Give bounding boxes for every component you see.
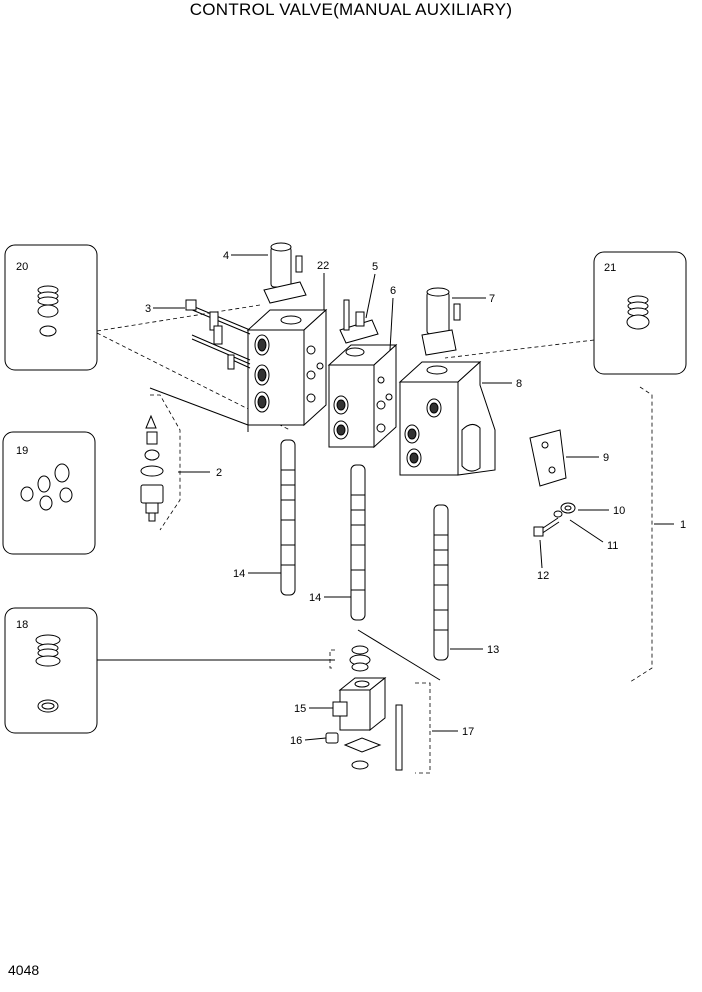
kit-leader-lines (96, 304, 653, 774)
spool-14-left (280, 439, 296, 596)
callout-label: 3 (145, 303, 151, 315)
part-7-actuator (421, 287, 461, 356)
part-9-bracket (529, 429, 567, 487)
callout-label: 22 (317, 260, 329, 272)
callout-label: 2 (216, 467, 222, 479)
callout-label: 13 (487, 644, 499, 656)
callout-label: 1 (680, 519, 686, 531)
kit-box-20: 20 (4, 244, 98, 371)
callout-label: 10 (613, 505, 625, 517)
spool-13-right (433, 504, 449, 661)
part-5-fitting (339, 299, 379, 344)
kit-box-label: 20 (16, 261, 28, 273)
part-12-bolt (533, 517, 560, 537)
callout-label: 4 (223, 250, 229, 262)
tie-rods (185, 299, 251, 370)
spool-14-middle (350, 464, 366, 621)
spool-leader-lines (149, 387, 441, 681)
page-title: CONTROL VALVE(MANUAL AUXILIARY) (189, 0, 513, 19)
kit-box-18: 18 (4, 607, 98, 734)
part-15-housing (332, 676, 387, 732)
callout-label: 17 (462, 726, 474, 738)
part-2-check-assembly (140, 414, 164, 522)
kit-box-21: 21 (593, 251, 687, 375)
callouts: 1 2 3 4 5 6 7 8 9 10 11 12 13 14 14 15 1 (145, 250, 686, 747)
callout-label: 8 (516, 378, 522, 390)
callout-label: 11 (607, 540, 618, 552)
kit-box-label: 18 (16, 619, 28, 631)
valve-section-6 (327, 343, 398, 449)
callout-label: 9 (603, 452, 609, 464)
callout-label: 7 (489, 293, 495, 305)
part-10-11-washers (553, 502, 576, 518)
callout-label: 16 (290, 735, 302, 747)
callout-label: 14 (233, 568, 245, 580)
kit-box-19: 19 (2, 431, 96, 555)
valve-section-8 (398, 360, 496, 476)
callout-label: 14 (309, 592, 321, 604)
callout-label: 5 (372, 261, 378, 273)
valve-section-22 (246, 308, 328, 427)
callout-label: 12 (537, 570, 549, 582)
part-17-rod (343, 704, 403, 771)
kit-box-label: 19 (16, 445, 28, 457)
callout-label: 15 (294, 703, 306, 715)
part-16-plug (325, 732, 339, 744)
callout-label: 6 (390, 285, 396, 297)
lower-seal-set (349, 645, 371, 672)
page-number: 4048 (8, 962, 40, 978)
part-4-actuator (263, 242, 307, 304)
kit-box-label: 21 (604, 262, 616, 274)
